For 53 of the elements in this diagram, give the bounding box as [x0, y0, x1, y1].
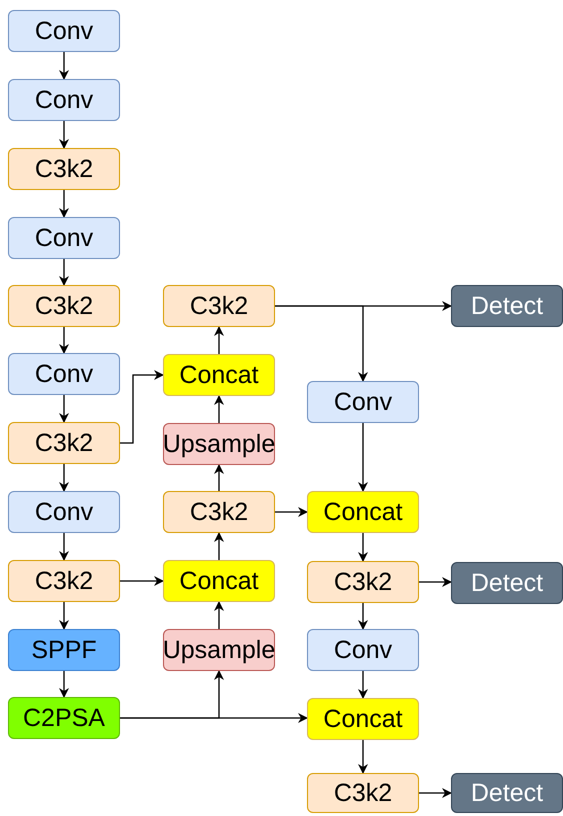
arrow	[59, 190, 69, 218]
arrow	[214, 532, 224, 560]
arrow	[59, 52, 69, 80]
arrow	[214, 326, 224, 354]
c3k2-block: C3k2	[163, 491, 275, 533]
arrow	[214, 464, 224, 491]
arrow	[59, 121, 69, 149]
arrow	[358, 533, 368, 562]
arrow	[358, 603, 368, 630]
arrow	[59, 533, 69, 561]
arrow	[419, 788, 452, 798]
conv-block: Conv	[8, 79, 120, 121]
conv-block: Conv	[307, 629, 419, 671]
arrow	[358, 671, 368, 699]
arrow	[120, 713, 308, 723]
concat-block: Concat	[163, 354, 275, 396]
concat-block: Concat	[307, 491, 419, 533]
detect-block: Detect	[451, 773, 563, 813]
arrow	[214, 395, 224, 423]
c3k2-block: C3k2	[8, 285, 120, 327]
upsample-block: Upsample	[163, 423, 275, 465]
upsample-block: Upsample	[163, 629, 275, 671]
concat-block: Concat	[307, 698, 419, 740]
arrow	[59, 671, 69, 698]
c3k2-block: C3k2	[8, 422, 120, 464]
arrow	[275, 507, 308, 517]
c3k2-block: C3k2	[8, 148, 120, 190]
conv-block: Conv	[8, 353, 120, 395]
c3k2-block: C3k2	[307, 561, 419, 603]
conv-block: Conv	[8, 217, 120, 259]
detect-block: Detect	[451, 285, 563, 327]
sppf-block: SPPF	[8, 629, 120, 671]
arrow	[59, 327, 69, 354]
arrow	[59, 395, 69, 423]
arrow	[59, 464, 69, 492]
arrow	[59, 259, 69, 286]
arrow	[59, 602, 69, 630]
conv-block: Conv	[8, 10, 120, 52]
c3k2-block: C3k2	[163, 285, 275, 327]
detect-block: Detect	[451, 562, 563, 604]
c2psa-block: C2PSA	[8, 697, 120, 739]
arrow	[275, 305, 368, 382]
arrow	[120, 576, 164, 586]
conv-block: Conv	[307, 381, 419, 423]
arrow	[358, 423, 368, 492]
arrow	[214, 601, 224, 629]
c3k2-block: C3k2	[8, 560, 120, 602]
concat-block: Concat	[163, 560, 275, 602]
c3k2-block: C3k2	[307, 773, 419, 813]
conv-block: Conv	[8, 491, 120, 533]
arrow	[419, 577, 452, 587]
arrow	[120, 370, 164, 444]
arrow	[358, 740, 368, 774]
